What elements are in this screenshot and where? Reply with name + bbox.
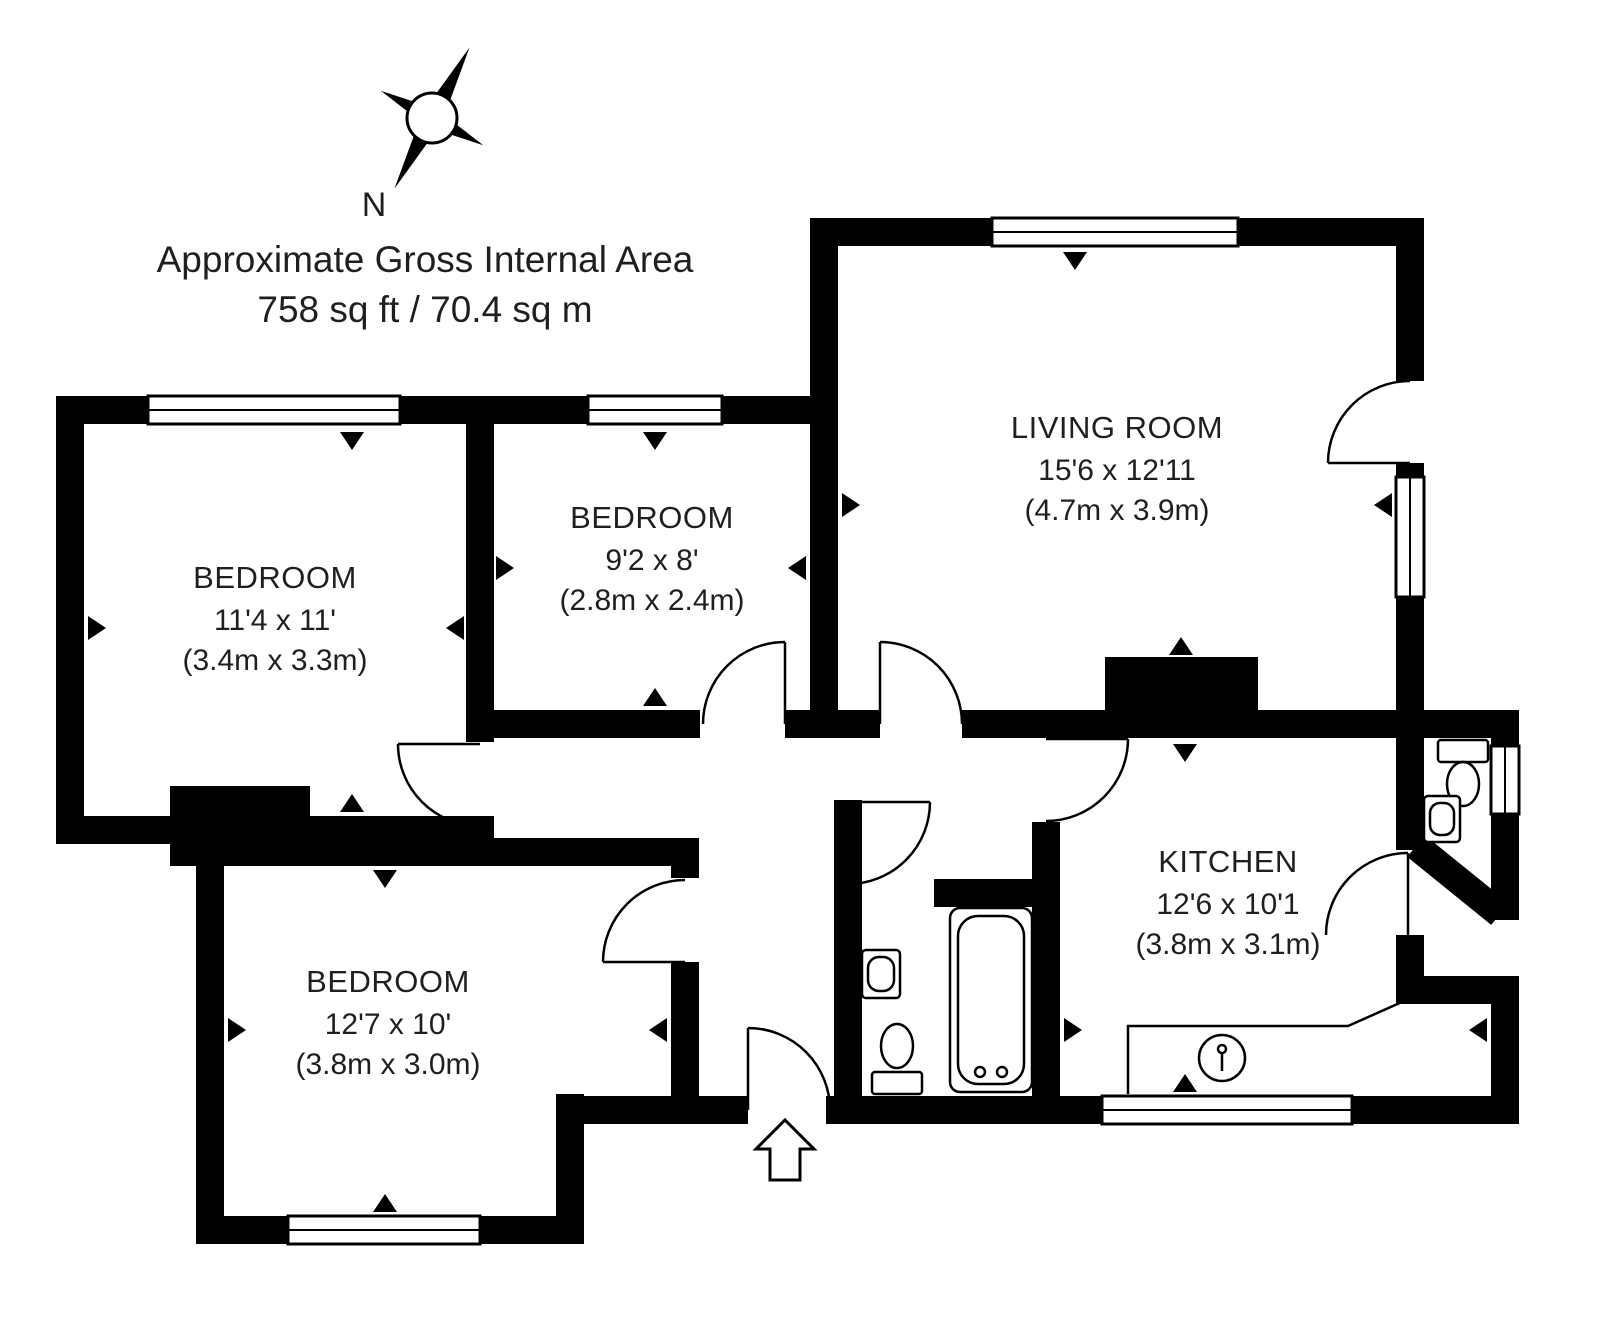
direction-arrow [340,432,364,450]
direction-arrow [643,432,667,450]
direction-arrows [88,252,1487,1212]
direction-arrow [1064,1018,1082,1042]
room-dim-imperial: 11'4 x 11' [214,604,336,637]
direction-arrow [496,556,514,580]
direction-arrow [643,688,667,706]
area-title-line2: 758 sq ft / 70.4 sq m [257,289,592,330]
chimney-breast [170,786,310,866]
door-living-hall [878,640,964,725]
room-label-kitchen: KITCHEN 12'6 x 10'1 (3.8m x 3.1m) [1135,844,1320,961]
room-label-living-room: LIVING ROOM 15'6 x 12'11 (4.7m x 3.9m) [1011,410,1223,527]
walls [56,218,1519,1244]
direction-arrow [1169,637,1193,655]
window [146,394,402,426]
bathroom-toilet [870,1022,924,1096]
north-label: N [362,186,387,224]
bathroom-bathtub [948,906,1034,1094]
room-name: BEDROOM [306,964,470,999]
direction-arrow [373,870,397,888]
window [1100,1094,1354,1126]
room-dim-imperial: 12'6 x 10'1 [1156,888,1299,921]
door-bathroom [847,800,932,886]
window [586,394,724,426]
room-label-bedroom-middle: BEDROOM 9'2 x 8' (2.8m x 2.4m) [559,500,744,617]
room-dim-metric: (2.8m x 2.4m) [559,584,744,617]
door-living-right [1326,379,1411,465]
chimney-breast [1105,657,1258,738]
door-bedroom-left [396,742,481,828]
direction-arrow [788,556,806,580]
room-label-bedroom-left: BEDROOM 11'4 x 11' (3.4m x 3.3m) [182,560,367,677]
direction-arrow [88,616,106,640]
room-name: BEDROOM [193,560,357,595]
door-kitchen [1045,737,1130,823]
door-front [746,1026,832,1111]
direction-arrow [373,1194,397,1212]
door-wc [1324,851,1410,936]
area-title-line1: Approximate Gross Internal Area [157,239,694,280]
entrance-arrow [752,1117,818,1182]
direction-arrow [1173,1074,1197,1092]
room-dim-imperial: 15'6 x 12'11 [1038,454,1196,487]
direction-arrow [1173,744,1197,762]
room-dim-metric: (4.7m x 3.9m) [1024,494,1209,527]
area-title: Approximate Gross Internal Area 758 sq f… [157,239,694,330]
window [990,216,1240,248]
room-dim-imperial: 9'2 x 8' [605,544,698,577]
bathroom-sink [860,948,902,1000]
room-dim-metric: (3.4m x 3.3m) [182,644,367,677]
room-label-bedroom-bottom: BEDROOM 12'7 x 10' (3.8m x 3.0m) [295,964,480,1081]
direction-arrow [1374,493,1392,517]
direction-arrow [1063,252,1087,270]
north-arrow-star [380,47,484,189]
direction-arrow [446,616,464,640]
door-bedroom-bottom [601,878,686,964]
direction-arrow [1469,1018,1487,1042]
kitchen-sink [1197,1033,1247,1083]
room-name: KITCHEN [1158,844,1298,879]
room-dim-metric: (3.8m x 3.1m) [1135,928,1320,961]
door-bedroom-middle [701,640,787,725]
doors [396,379,1411,1111]
compass-circle [405,91,459,145]
windows [146,216,1521,1246]
direction-arrow [340,794,364,812]
window [1394,475,1426,599]
window [1489,744,1521,816]
kitchen-counter [1126,1000,1403,1094]
compass-rose: N [362,47,484,224]
window [286,1214,482,1246]
room-name: BEDROOM [570,500,734,535]
direction-arrow [649,1018,667,1042]
room-dim-imperial: 12'7 x 10' [325,1008,452,1041]
room-dim-metric: (3.8m x 3.0m) [295,1048,480,1081]
direction-arrow [842,493,860,517]
room-name: LIVING ROOM [1011,410,1223,445]
direction-arrow [228,1018,246,1042]
wc-sink [1422,794,1462,844]
